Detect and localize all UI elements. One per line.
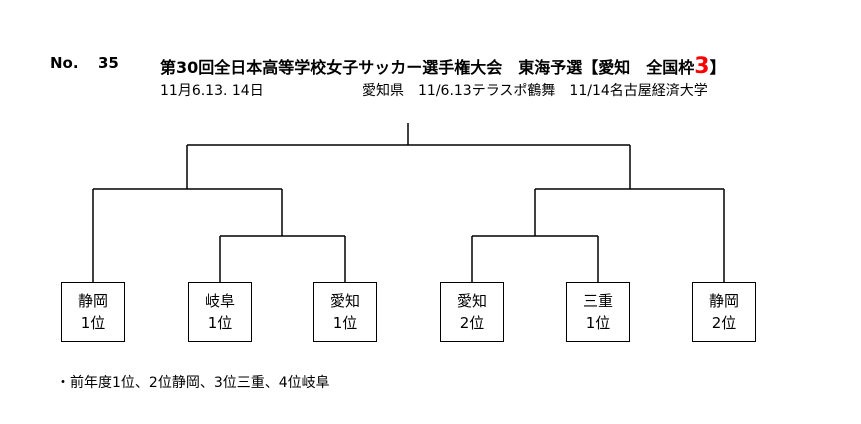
tournament-title: 第30回全日本高等学校女子サッカー選手権大会 東海予選【愛知 全国枠3】: [160, 54, 726, 78]
team-name: 静岡: [77, 292, 108, 310]
team-name: 静岡: [708, 292, 739, 310]
team-rank: 1位: [207, 314, 233, 332]
number-label: No.: [50, 54, 79, 72]
team-box-5: 三重 1位: [566, 282, 630, 342]
team-name: 三重: [582, 292, 613, 310]
team-box-2: 岐阜 1位: [188, 282, 252, 342]
team-rank: 2位: [459, 314, 485, 332]
match-venue: 愛知県 11/6.13テラスポ鶴舞 11/14名古屋経済大学: [362, 83, 708, 99]
team-box-4: 愛知 2位: [440, 282, 504, 342]
team-name: 愛知: [329, 292, 360, 310]
match-dates: 11月6.13. 14日: [160, 83, 264, 99]
title-end: 】: [709, 58, 726, 77]
title-main: 第30回全日本高等学校女子サッカー選手権大会 東海予選【愛知 全国枠: [160, 58, 695, 77]
team-box-3: 愛知 1位: [313, 282, 377, 342]
team-box-1: 静岡 1位: [61, 282, 125, 342]
team-rank: 1位: [80, 314, 106, 332]
team-name: 愛知: [456, 292, 487, 310]
team-box-6: 静岡 2位: [692, 282, 756, 342]
team-name: 岐阜: [204, 292, 235, 310]
number-value: 35: [98, 54, 119, 72]
title-accent: 3: [694, 54, 710, 79]
team-rank: 1位: [332, 314, 358, 332]
previous-year-note: ・前年度1位、2位静岡、3位三重、4位岐阜: [56, 375, 330, 391]
team-rank: 1位: [585, 314, 611, 332]
team-rank: 2位: [711, 314, 737, 332]
